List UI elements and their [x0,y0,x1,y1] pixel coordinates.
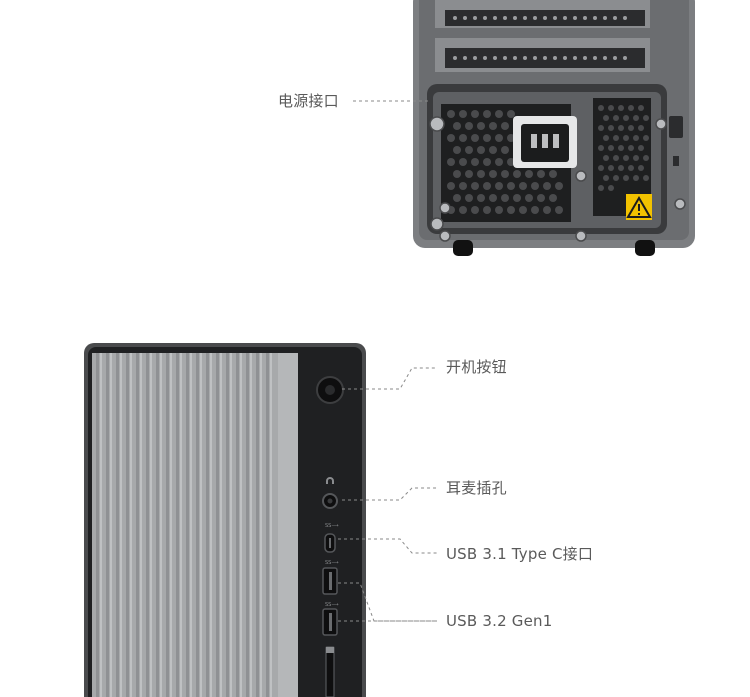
chassis-foot [453,240,655,256]
power-inlet [513,116,577,168]
rear-chassis-illustration [413,0,695,256]
card-reader-slot[interactable] [325,646,335,697]
svg-text:SS⟶: SS⟶ [325,560,339,566]
power-port-label: 电源接口 [278,92,339,110]
power-button-label: 开机按钮 [446,358,507,376]
usb-type-c-label: USB 3.1 Type C接口 [446,545,594,563]
svg-text:SS⟶: SS⟶ [325,523,339,529]
usb-gen1-label: USB 3.2 Gen1 [446,612,553,630]
power-button-icon[interactable] [316,376,344,404]
expansion-slot [435,0,650,28]
warning-triangle-icon [626,194,652,220]
headset-jack[interactable] [322,493,338,509]
headset-icon [326,477,334,484]
headset-jack-label: 耳麦插孔 [446,479,507,497]
usb-icon: SS⟶ [325,523,339,529]
usb-a-port[interactable] [322,567,338,595]
front-ribbed-panel [92,353,298,697]
usb-icon: SS⟶ [325,602,339,608]
usb-a-port[interactable] [322,608,338,636]
svg-text:SS⟶: SS⟶ [325,602,339,608]
expansion-slot [435,38,650,72]
usb-icon: SS⟶ [325,560,339,566]
usb-type-c-port[interactable] [324,533,336,553]
front-chassis-illustration: SS⟶ SS⟶ SS⟶ [84,343,366,697]
